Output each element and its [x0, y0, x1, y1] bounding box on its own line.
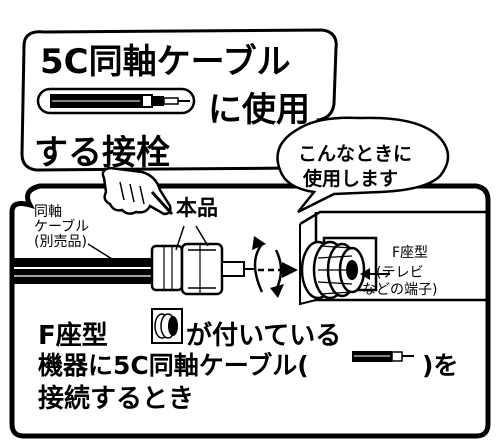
f-port-label: F座型: [392, 245, 429, 261]
headline-cable-icon: [36, 87, 196, 115]
cable-inline-icon: [352, 351, 414, 362]
f-connector-product: [150, 242, 256, 296]
insertion-arrow: [258, 262, 298, 278]
tv-terminal-label-line-1: (テレビ: [376, 265, 424, 281]
caption-line-2-end: )を: [422, 351, 459, 380]
headline-line-1: 5C同軸ケーブル: [40, 42, 291, 82]
tv-terminal-label-line-2: などの端子): [362, 282, 438, 298]
f-port-pointer: [360, 268, 390, 280]
cable-label: 同軸 ケーブル (別売品): [34, 205, 89, 250]
coax-cable: [14, 258, 160, 284]
caption-line-3: 接続するとき: [38, 384, 195, 414]
pointing-hand-icon: [101, 166, 174, 216]
tv-terminal-label: (テレビ などの端子): [362, 265, 437, 299]
cable-label-line-1: 同軸: [34, 204, 62, 220]
cable-label-line-3: (別売品): [34, 234, 87, 250]
usage-bubble-line-2: 使用します: [303, 168, 399, 190]
f-port-terminal: [300, 240, 366, 300]
cable-label-line-2: ケーブル: [34, 219, 90, 235]
main-panel-border: [9, 183, 491, 439]
caption-line-1-end: が付いている: [186, 321, 342, 351]
headline-line-3: する接栓: [34, 133, 170, 173]
caption-line-2-start: 機器に5C同軸ケーブル(: [38, 351, 309, 380]
product-label: 本品: [176, 196, 218, 220]
headline-line-2: に使用: [208, 90, 310, 130]
rotation-arrow-icon: [252, 236, 284, 298]
caption-line-1-start: F座型: [38, 321, 108, 351]
usage-bubble-line-1: こんなときに: [298, 143, 413, 165]
usage-speech-bubble: [276, 116, 450, 214]
f-port-inline-icon: [151, 308, 183, 344]
